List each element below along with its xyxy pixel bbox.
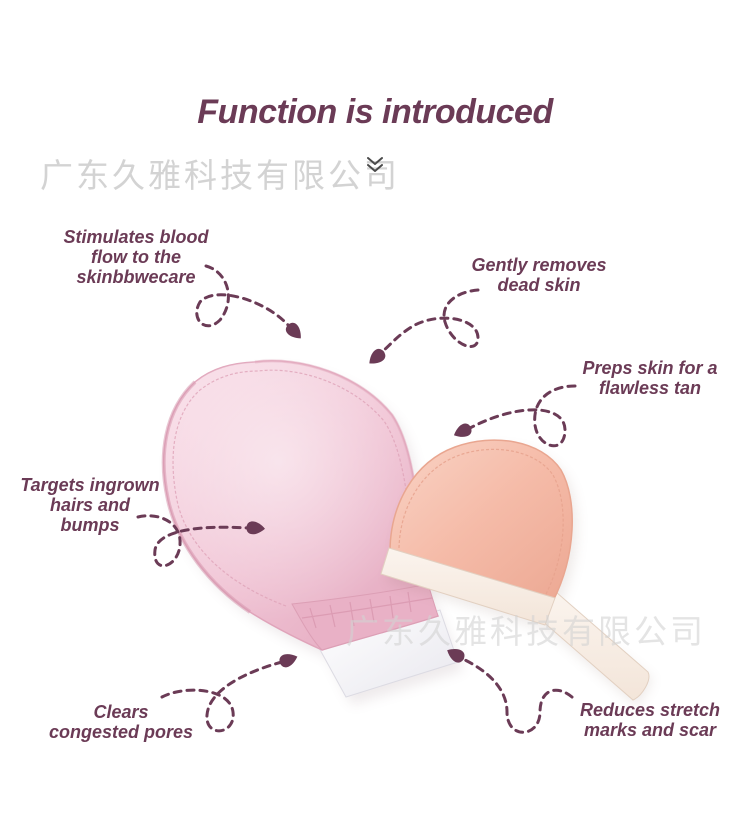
arrowhead-icon (447, 649, 465, 663)
large-mitt-elastic-band (291, 583, 439, 651)
small-peach-mitt (380, 439, 653, 707)
large-mitt-left-seam (161, 380, 252, 614)
callout-line: Stimulates blood (63, 227, 209, 247)
small-mitt-body (389, 439, 573, 602)
dashed-arrow-line (468, 384, 577, 448)
callout-line: marks and scar (583, 720, 717, 740)
small-mitt-cuff-band (380, 547, 556, 626)
dashed-arrow-line (160, 660, 284, 733)
arrowhead-icon (453, 423, 472, 437)
callout-line: Clears (93, 702, 149, 722)
arrowhead-icon (285, 322, 301, 339)
callout-targets-ingrown: Targets ingrown hairs and bumps (0, 475, 180, 535)
large-mitt-stitching (172, 369, 421, 607)
double-chevron-down-icon (367, 157, 383, 172)
callout-stimulates-blood: Stimulates blood flow to the skinbbwecar… (46, 227, 226, 287)
callout-line: bumps (60, 515, 120, 535)
callout-line: Reduces stretch (579, 700, 721, 720)
dashed-arrow-line (195, 264, 290, 328)
chevron-upper (367, 157, 383, 165)
dashed-arrow-line (136, 514, 250, 568)
large-mitt-elastic-wrinkles (301, 591, 433, 629)
arrowhead-icon (246, 521, 265, 535)
arrowhead-icon (279, 654, 298, 668)
callout-line: skinbbwecare (76, 267, 196, 287)
arrow-stimulates-blood (195, 264, 301, 339)
callout-gently-removes: Gently removes dead skin (449, 255, 629, 295)
callout-line: dead skin (497, 275, 581, 295)
arrow-targets-ingrown (136, 514, 265, 568)
small-mitt-strap (531, 591, 650, 701)
chevron-lower (367, 164, 383, 172)
arrow-preps-skin (453, 384, 577, 448)
arrow-reduces-stretch (447, 649, 574, 734)
callout-clears-pores: Clears congested pores (31, 702, 211, 742)
arrowhead-icon (369, 348, 386, 364)
small-mitt-stitching (398, 448, 564, 595)
callout-line: flawless tan (598, 378, 702, 398)
callout-reduces-stretch: Reduces stretch marks and scar (560, 700, 740, 740)
callout-line: congested pores (48, 722, 194, 742)
callout-line: hairs and (49, 495, 131, 515)
arrow-clears-pores (160, 654, 298, 733)
callout-line: Targets ingrown (20, 475, 160, 495)
dashed-arrow-line (461, 657, 574, 734)
page-title: Function is introduced (197, 93, 553, 131)
callout-line: Preps skin for a (582, 358, 718, 378)
callout-line: flow to the (91, 247, 181, 267)
watermark-text: 广东久雅科技有限公司 (40, 156, 400, 195)
callout-preps-skin: Preps skin for a flawless tan (560, 358, 740, 398)
dashed-arrow-line (380, 288, 480, 354)
watermark-text: 广东久雅科技有限公司 (346, 612, 706, 651)
arrow-gently-removes (369, 288, 480, 364)
large-pink-mitt (161, 359, 464, 705)
callout-line: Gently removes (471, 255, 607, 275)
